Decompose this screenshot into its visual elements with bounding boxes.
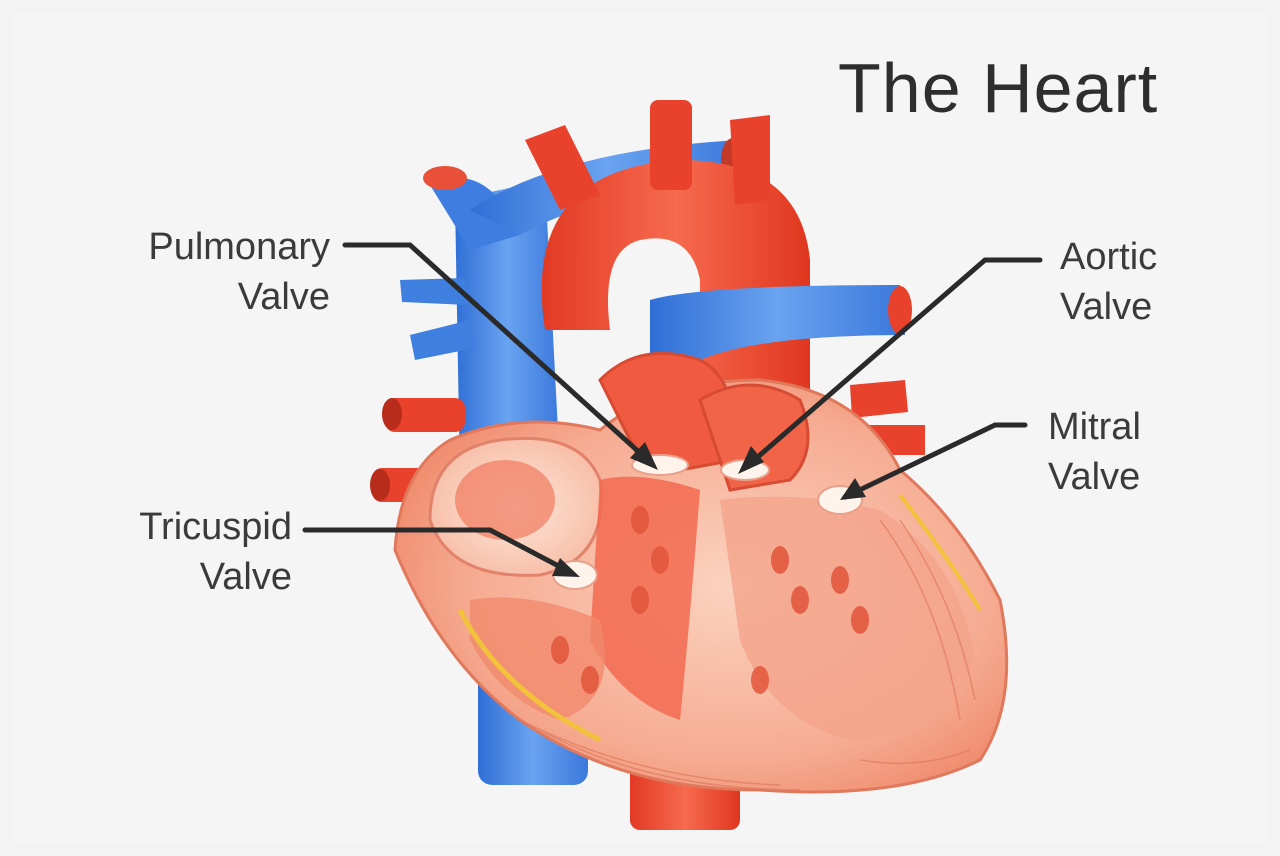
label-pulmonary-line2: Valve [68, 272, 330, 322]
label-aortic-line1: Aortic [1060, 232, 1157, 282]
label-mitral-line2: Valve [1048, 452, 1141, 502]
label-tricuspid-line1: Tricuspid [68, 502, 292, 552]
diagram-title: The Heart [838, 48, 1158, 128]
label-tricuspid-valve: Tricuspid Valve [68, 502, 292, 602]
label-aortic-valve: Aortic Valve [1060, 232, 1157, 332]
label-pulmonary-valve: Pulmonary Valve [68, 222, 330, 322]
label-mitral-line1: Mitral [1048, 402, 1141, 452]
label-aortic-line2: Valve [1060, 282, 1157, 332]
label-pulmonary-line1: Pulmonary [68, 222, 330, 272]
label-tricuspid-line2: Valve [68, 552, 292, 602]
label-mitral-valve: Mitral Valve [1048, 402, 1141, 502]
